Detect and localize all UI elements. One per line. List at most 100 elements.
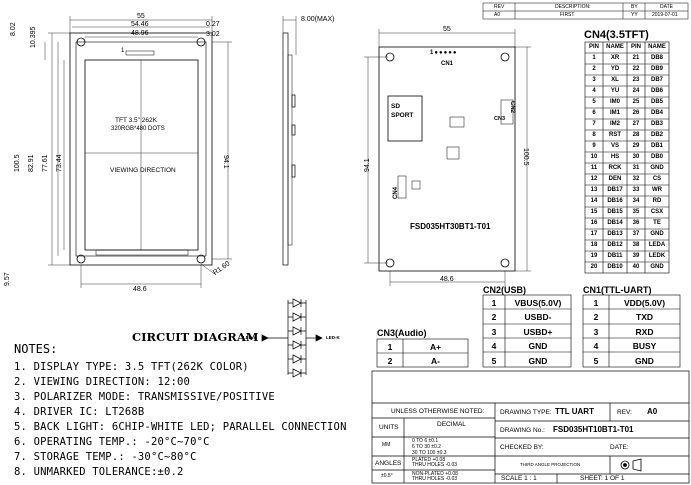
rev-header: REV — [494, 4, 505, 10]
by-value: YY — [631, 12, 638, 18]
back-outline — [378, 46, 516, 272]
cn4-header: PIN — [588, 44, 599, 50]
notes-title: NOTES: — [14, 342, 58, 356]
cn4-pin: 19 — [590, 253, 598, 259]
drawing-type-label: DRAWING TYPE: — [500, 409, 552, 416]
cn2-pin: 2 — [491, 312, 497, 323]
cn4-name: DEN — [608, 176, 622, 182]
note-item: 7. STORAGE TEMP.: -30°C~80°C — [14, 451, 197, 463]
tolerance-line: 30 TO 100 ±0.3 — [412, 450, 447, 456]
cn4-pin: 17 — [590, 231, 598, 237]
connector-pin-1: 1 — [121, 48, 125, 54]
side-outline — [282, 32, 289, 266]
front-view — [69, 32, 213, 266]
mount-hole — [76, 37, 86, 47]
cn4-pin: 14 — [590, 198, 598, 204]
cn4-name: RST — [609, 132, 621, 138]
projection-symbol — [620, 458, 642, 472]
cn4-header: NAME — [648, 44, 666, 50]
cn4-name: XR — [610, 55, 620, 61]
cn4-pin: 35 — [632, 209, 640, 215]
date-header: DATE — [660, 4, 673, 10]
nonplated-label: NON-PLATED +0.08 — [412, 471, 458, 477]
rev-value: A0 — [494, 12, 501, 18]
screen-resolution: 320RGB*480 DOTS — [111, 126, 165, 132]
cn4-pin: 18 — [590, 242, 598, 248]
back-dimensions — [364, 29, 531, 286]
cn1-title: CN1(TTL-UART) — [583, 285, 652, 295]
back-cn1-label: CN1 — [441, 61, 454, 67]
dim-957: 9.57 — [4, 272, 11, 286]
cn2-signal: USBD- — [524, 312, 552, 323]
back-dim-1005: 100.5 — [522, 148, 529, 166]
back-cn1-pins: 1●●●●● — [430, 50, 458, 56]
note-item: 2. VIEWING DIRECTION: 12:00 — [14, 376, 191, 388]
cn4-name: RD — [652, 198, 662, 204]
cn4-pin: 9 — [592, 143, 596, 149]
side-comp — [291, 124, 296, 136]
cn1-pin: 1 — [593, 298, 599, 308]
angles-label: ANGLES — [375, 460, 402, 467]
dim-width-55: 55 — [137, 13, 145, 20]
circuit-title: CIRCUIT DIAGRAM — [132, 330, 259, 344]
back-cn4-label: CN4 — [393, 186, 399, 199]
note-item: 6. OPERATING TEMP.: -20°C~70°C — [14, 436, 210, 448]
dim-width-48: 48.96 — [131, 30, 149, 37]
cn4-name: DB0 — [650, 154, 663, 160]
note-item: 5. BACK LIGHT: 6CHIP-WHITE LED; PARALLEL… — [14, 421, 347, 433]
cn1-signal: RXD — [635, 326, 654, 337]
viewing-direction-label: VIEWING DIRECTION — [110, 167, 176, 174]
cn2-pin: 5 — [491, 355, 497, 366]
cn1-pin: 2 — [593, 312, 599, 323]
cn4-name: IM2 — [609, 121, 620, 127]
dim-7761: 77.61 — [42, 154, 49, 172]
side-comp — [291, 164, 296, 178]
ic-small — [449, 116, 465, 128]
cn4-pin: 36 — [632, 220, 640, 226]
cn4-name: WR — [652, 187, 662, 193]
cn4-pin: 13 — [590, 187, 598, 193]
dim-1005: 100.5 — [14, 154, 21, 172]
cn4-name: DB16 — [607, 198, 623, 204]
cn4-name: DB1 — [650, 143, 663, 149]
scale-label: SCALE 1 : 1 — [501, 475, 537, 482]
cn1-signal: TXD — [636, 312, 653, 323]
date-value: 2019-07-01 — [652, 12, 678, 18]
cn4-pin: 28 — [632, 132, 640, 138]
cn4-name: DB13 — [607, 231, 623, 237]
drawing-type-value: TTL UART — [555, 407, 594, 416]
cn4-name: HS — [610, 154, 620, 160]
cn2-signal: VBUS(5.0V) — [514, 298, 562, 308]
date-label: DATE: — [610, 444, 629, 451]
cn4-pin: 23 — [632, 77, 640, 83]
note-item: 1. DISPLAY TYPE: 3.5 TFT(262K COLOR) — [14, 361, 249, 373]
dim-10395: 10.395 — [30, 26, 37, 48]
cn2-signal: GND — [528, 341, 548, 352]
note-item: 8. UNMARKED TOLERANCE:±0.2 — [14, 466, 184, 478]
active-area — [84, 59, 199, 251]
cn4-name: DB8 — [650, 55, 663, 61]
cn4-pin: 26 — [632, 110, 640, 116]
top-connector — [125, 50, 155, 56]
circuit-diagram — [261, 298, 323, 378]
nonplated-holes: THRU HOLES -0.03 — [412, 476, 458, 482]
cn1-grid — [582, 294, 681, 368]
cn1-signal: BUSY — [632, 341, 657, 352]
dim-027: 0.27 — [206, 21, 220, 28]
cn4-name: VS — [610, 143, 619, 149]
cn2-pin: 3 — [491, 326, 497, 337]
led-array — [288, 298, 306, 378]
mount-hole — [196, 254, 206, 264]
cn4-name: CSX — [650, 209, 664, 215]
cn4-pin: 1 — [592, 55, 596, 61]
cn4-name: YD — [610, 66, 620, 72]
cn3-signal: A+ — [429, 342, 442, 352]
title-block-grid — [371, 370, 690, 484]
cn3-pin: 1 — [387, 342, 393, 352]
cn1-pin: 3 — [593, 326, 599, 337]
cn4-pin: 3 — [592, 77, 596, 83]
cn4-pin: 20 — [590, 264, 598, 270]
cn4-name: DB2 — [650, 132, 663, 138]
projection-label: THIRD ANGLE PROJECTION — [520, 462, 581, 467]
